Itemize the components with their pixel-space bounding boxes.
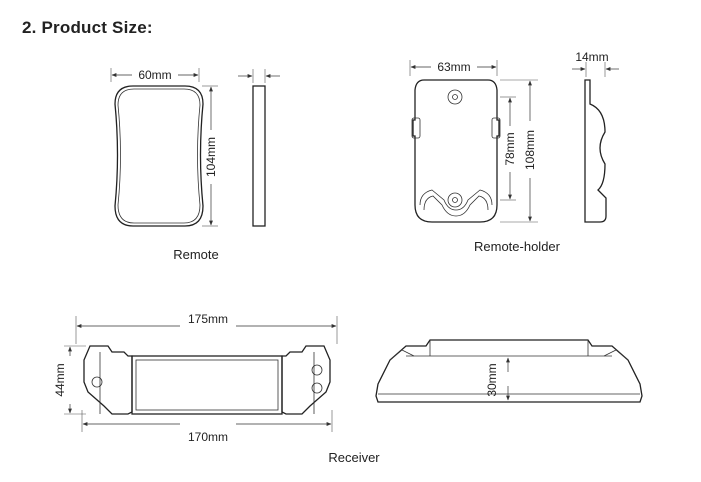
receiver-thickness-label: 30mm [485,363,499,396]
receiver-total-length-dimension: 175mm [75,312,338,344]
holder-width-dimension: 63mm [409,60,498,76]
holder-front-view [411,79,501,223]
remote-width-label: 60mm [138,68,171,82]
holder-height-label: 108mm [523,130,537,170]
holder-inner-height-label: 78mm [503,132,517,165]
receiver-side-view [375,339,643,403]
holder-height-dimension: 108mm [500,79,538,223]
holder-side-view: 14mm [572,50,619,223]
remote-front-view [114,85,204,227]
receiver-height-label: 44mm [53,363,67,396]
remote-height-dimension: 104mm [202,85,218,227]
remote-width-dimension: 60mm [110,68,200,82]
receiver-height-dimension: 44mm [53,345,86,415]
receiver-front-view [83,345,331,415]
receiver-total-length-label: 175mm [188,312,228,326]
remote-side-view [238,69,280,227]
holder-thickness-label: 14mm [575,50,608,64]
receiver-body-length-label: 170mm [188,430,228,444]
section-heading: 2. Product Size: [22,18,153,37]
remote-height-label: 104mm [204,137,218,177]
receiver-caption: Receiver [328,450,380,465]
holder-width-label: 63mm [437,60,470,74]
receiver-thickness-dimension: 30mm [485,357,510,401]
holder-caption: Remote-holder [474,239,561,254]
remote-caption: Remote [173,247,219,262]
receiver-body-length-dimension: 170mm [81,410,333,444]
holder-inner-height-dimension: 78mm [500,96,517,201]
